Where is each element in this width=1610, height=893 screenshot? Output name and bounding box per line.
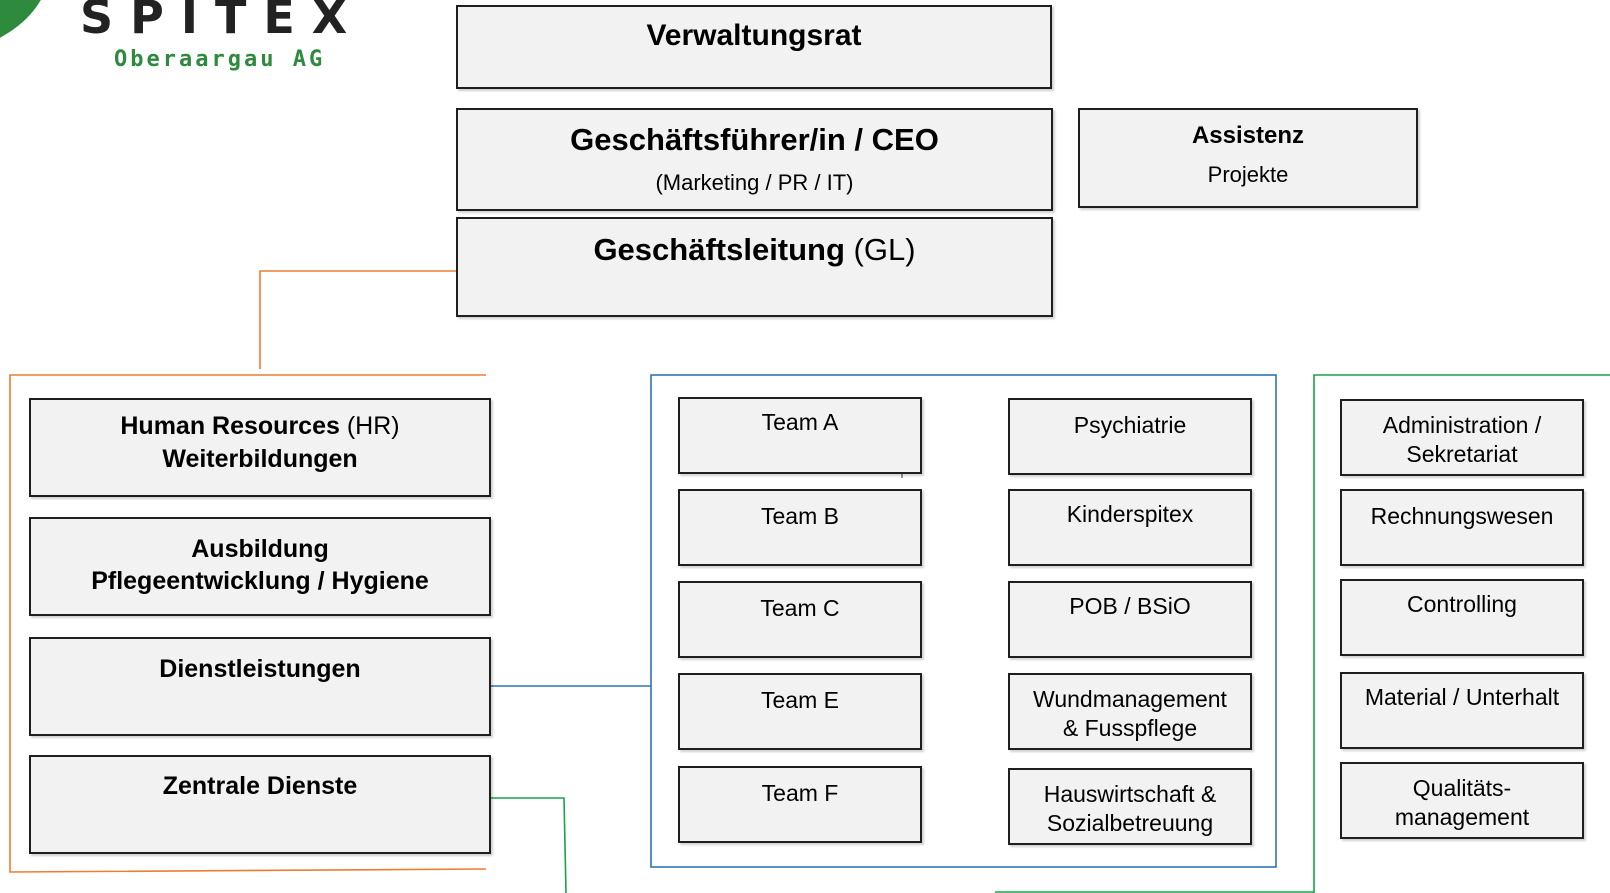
team-label-line1: Wundmanagement	[1033, 686, 1227, 712]
logo-wordmark: SPITEX	[80, 0, 365, 44]
box-team-right-0: Psychiatrie	[1008, 398, 1252, 475]
central-service-line2: Sekretariat	[1406, 441, 1518, 467]
box-team-right-1: Kinderspitex	[1008, 489, 1252, 566]
box-central-3: Material / Unterhalt	[1340, 672, 1584, 749]
team-label-line2: Sozialbetreuung	[1046, 810, 1214, 836]
box-central-1: Rechnungswesen	[1340, 489, 1584, 566]
central-service-label: Controlling	[1407, 591, 1517, 617]
team-label-line2: & Fusspflege	[1062, 715, 1198, 741]
central-service-label: Qualitäts- management	[1342, 774, 1582, 832]
logo-subtitle: Oberaargau AG	[114, 47, 326, 72]
connector-central-to-services	[491, 797, 567, 893]
box-team-right-3: Wundmanagement & Fusspflege	[1008, 673, 1252, 750]
central-service-label: Administration / Sekretariat	[1342, 411, 1582, 469]
logo-leaf-icon	[0, 0, 52, 52]
training-line2: Pflegeentwicklung / Hygiene	[91, 567, 429, 595]
box-team-left-0: Team A	[678, 397, 922, 474]
team-label: Psychiatrie	[1073, 412, 1187, 438]
services-label: Dienstleistungen	[159, 655, 361, 683]
central-service-label: Material / Unterhalt	[1364, 684, 1560, 710]
box-team-left-4: Team F	[678, 766, 922, 843]
team-label-multiline: Wundmanagement & Fusspflege	[1010, 685, 1250, 743]
ceo-title: Geschäftsführer/in / CEO	[570, 122, 939, 157]
box-team-left-2: Team C	[678, 581, 922, 658]
box-training: Ausbildung Pflegeentwicklung / Hygiene	[29, 517, 491, 616]
team-label-multiline: Hauswirtschaft & Sozialbetreuung	[1010, 780, 1250, 838]
box-central-4: Qualitäts- management	[1340, 762, 1584, 839]
team-label-line1: Hauswirtschaft &	[1043, 781, 1217, 807]
box-central-0: Administration / Sekretariat	[1340, 399, 1584, 476]
central-service-label: Rechnungswesen	[1370, 503, 1554, 529]
box-services: Dienstleistungen	[29, 637, 491, 736]
hr-line1: Human Resources (HR)	[31, 412, 489, 441]
central-service-line1: Administration /	[1382, 412, 1542, 438]
team-label: Team E	[761, 687, 839, 713]
box-team-right-2: POB / BSiO	[1008, 581, 1252, 658]
hr-title-suffix: (HR)	[339, 412, 400, 440]
central-service-line2: management	[1394, 804, 1530, 830]
ceo-subtitle: (Marketing / PR / IT)	[655, 170, 854, 195]
box-ceo: Geschäftsführer/in / CEO (Marketing / PR…	[456, 108, 1053, 211]
box-central-2: Controlling	[1340, 579, 1584, 656]
management-title-suffix: (GL)	[844, 232, 916, 267]
box-management: Geschäftsleitung (GL)	[456, 217, 1053, 317]
team-label: Team F	[761, 780, 839, 806]
team-label: Kinderspitex	[1066, 501, 1194, 527]
box-assistant: Assistenz Projekte	[1078, 108, 1418, 208]
central-service-line1: Qualitäts-	[1412, 775, 1512, 801]
board-label: Verwaltungsrat	[646, 19, 862, 52]
connector-gl-to-departments	[259, 270, 456, 369]
team-label: Team B	[761, 503, 839, 529]
box-team-left-3: Team E	[678, 673, 922, 750]
central-label: Zentrale Dienste	[162, 772, 358, 800]
team-label: POB / BSiO	[1069, 593, 1191, 619]
company-logo: SPITEX Oberaargau AG	[0, 0, 360, 80]
management-title: Geschäftsleitung (GL)	[458, 232, 1051, 268]
box-central: Zentrale Dienste	[29, 755, 491, 854]
hr-title-bold: Human Resources	[120, 412, 340, 440]
hr-line2: Weiterbildungen	[162, 445, 358, 473]
box-team-right-4: Hauswirtschaft & Sozialbetreuung	[1008, 768, 1252, 845]
training-line1: Ausbildung	[191, 535, 329, 563]
management-title-bold: Geschäftsleitung	[593, 232, 845, 267]
box-hr: Human Resources (HR) Weiterbildungen	[29, 398, 491, 497]
assistant-subtitle: Projekte	[1207, 162, 1289, 187]
box-board: Verwaltungsrat	[456, 5, 1052, 89]
team-label: Team A	[761, 409, 839, 435]
team-label: Team C	[760, 595, 840, 621]
assistant-title: Assistenz	[1191, 122, 1305, 149]
box-team-left-1: Team B	[678, 489, 922, 566]
